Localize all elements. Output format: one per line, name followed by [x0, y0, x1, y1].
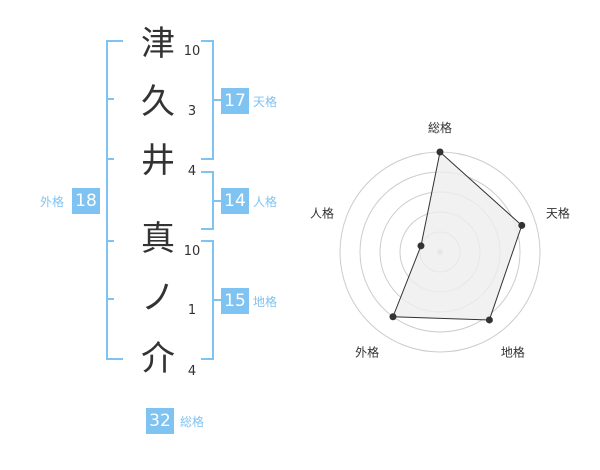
radar-axis-label-4: 外格 — [355, 344, 379, 359]
name-char-4: 真 — [141, 219, 175, 259]
radar-point-3 — [485, 316, 493, 324]
name-char-2: 久 — [141, 82, 175, 122]
stroke-count-4: 10 — [183, 244, 201, 259]
radar-axis-label-1: 総格 — [428, 120, 452, 135]
radar-point-2 — [518, 221, 526, 229]
chikaku-value: 15 — [221, 288, 249, 314]
gaikaku-bracket — [106, 40, 123, 360]
chikaku-label: 地格 — [253, 295, 278, 309]
radar-axis-label-2: 天格 — [546, 206, 570, 221]
name-char-5: ノ — [141, 278, 175, 318]
radar-point-5 — [417, 242, 425, 250]
tenkaku-value: 17 — [221, 88, 249, 114]
name-char-3: 井 — [141, 141, 175, 181]
jinkaku-label: 人格 — [253, 195, 278, 209]
stroke-count-1: 10 — [183, 44, 201, 59]
soukaku-label: 総格 — [180, 415, 205, 429]
gaikaku-label: 外格 — [40, 195, 65, 209]
radar-axis-label-5: 人格 — [310, 206, 334, 221]
stroke-count-3: 4 — [187, 164, 197, 179]
radar-shape — [392, 151, 523, 321]
soukaku-value: 32 — [146, 408, 174, 434]
gaikaku-value: 18 — [72, 188, 100, 214]
jinkaku-value: 14 — [221, 188, 249, 214]
stroke-count-6: 4 — [187, 364, 197, 379]
radar-point-4 — [389, 313, 397, 321]
radar-points — [389, 148, 526, 324]
name-char-6: 介 — [141, 339, 175, 379]
tenkaku-label: 天格 — [253, 95, 278, 109]
stroke-count-5: 1 — [187, 303, 197, 318]
radar-point-1 — [436, 148, 444, 156]
radar-polygon — [392, 151, 523, 321]
radar-axis-label-3: 地格 — [501, 344, 525, 359]
stroke-count-2: 3 — [187, 104, 197, 119]
name-char-1: 津 — [141, 24, 175, 64]
